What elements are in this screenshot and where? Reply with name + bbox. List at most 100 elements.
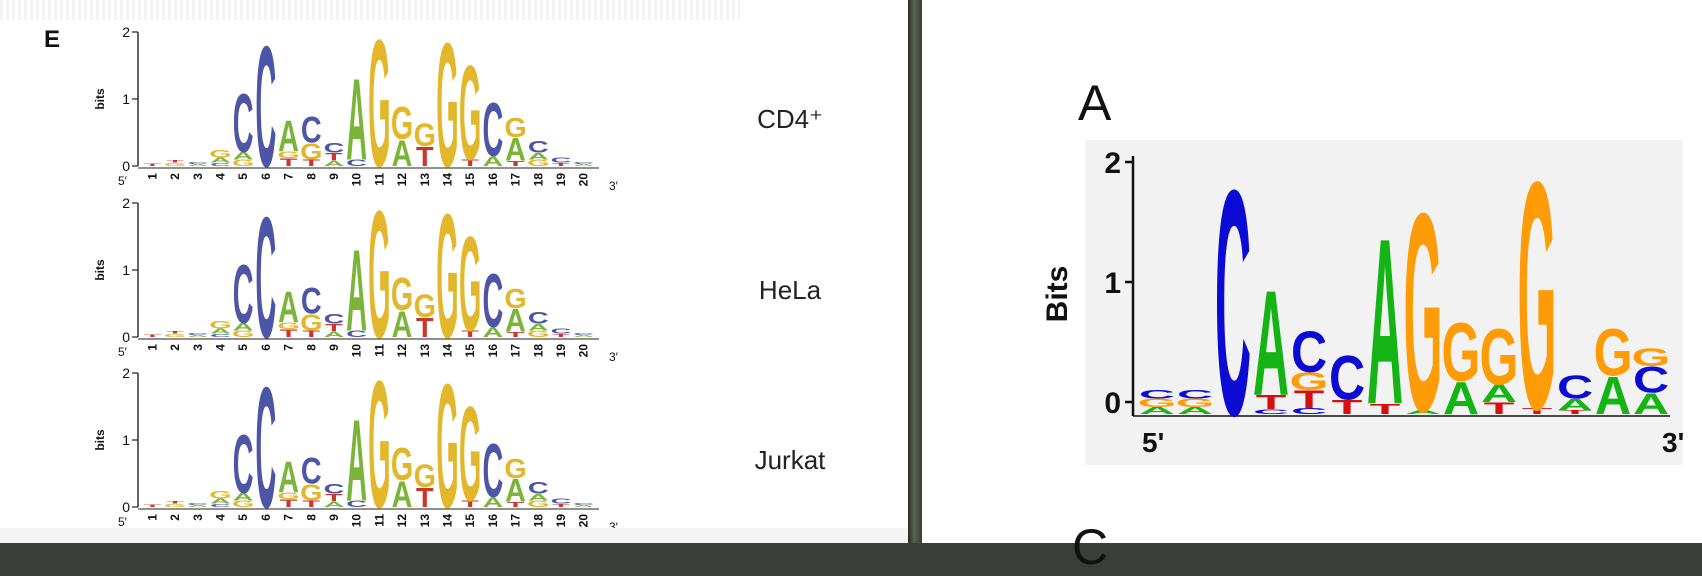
logo-letter-t: T <box>1522 407 1553 416</box>
position-label: 8 <box>304 344 318 351</box>
logo-letter-t: T <box>280 497 298 510</box>
logo-letter-a: A <box>573 335 594 338</box>
logo-letter-g: G <box>391 439 413 491</box>
position-label: 6 <box>259 344 273 351</box>
top-crop-strip <box>0 0 740 20</box>
logo-letter-g: G <box>436 346 458 528</box>
logo-letter-t: T <box>1560 409 1591 415</box>
cell-line-label: CD4⁺ <box>757 104 823 134</box>
position-label: 3 <box>191 514 205 521</box>
position-label: 13 <box>418 173 432 187</box>
position-label: 20 <box>577 173 591 187</box>
position-label: 2 <box>168 344 182 351</box>
y-tick-label: 1 <box>122 432 130 448</box>
logo-letter-a: A <box>324 331 345 339</box>
logo-letter-t: T <box>280 327 298 340</box>
logo-letter-a: A <box>210 327 231 335</box>
logo-letter-g: G <box>277 321 299 331</box>
logo-letter-g: G <box>232 158 254 168</box>
logo-letter-a: A <box>528 151 549 161</box>
logo-letter-t: T <box>144 504 162 508</box>
logo-letter-a: A <box>346 225 367 355</box>
logo-letter-t: T <box>302 499 320 509</box>
logo-letter-c: C <box>324 140 345 155</box>
logo-letter-c: C <box>255 11 276 203</box>
logo-letter-c: C <box>482 429 503 514</box>
y-tick-label: 1 <box>122 262 130 278</box>
position-label: 12 <box>395 173 409 187</box>
logo-letter-a: A <box>505 472 526 509</box>
y-tick-label: 1 <box>1104 267 1121 300</box>
logo-letter-c: C <box>346 499 367 509</box>
position-label: 20 <box>577 344 591 358</box>
logo-letter-t: T <box>461 158 479 168</box>
logo-letter-t: T <box>166 500 184 504</box>
logo-letter-g: G <box>277 150 299 160</box>
logo-letter-c: C <box>1557 369 1593 406</box>
logo-letter-a: A <box>187 335 208 338</box>
logo-letter-c: C <box>324 481 345 496</box>
logo-letter-c: C <box>210 503 231 508</box>
logo-letter-t: T <box>302 158 320 168</box>
position-label: 16 <box>486 514 500 528</box>
position-label: 15 <box>463 344 477 358</box>
logo-letter-a: A <box>233 320 254 333</box>
window-divider[interactable] <box>908 0 922 543</box>
logo-letter-t: T <box>416 141 434 173</box>
position-label: 12 <box>395 344 409 358</box>
logo-letter-a: A <box>528 492 549 502</box>
position-label: 5 <box>236 173 250 180</box>
logo-letter-c: C <box>301 451 322 492</box>
position-label: 12 <box>395 514 409 528</box>
position-label: 1 <box>145 514 159 521</box>
logo-letter-a: A <box>573 164 594 167</box>
logo-letter-g: G <box>391 269 413 321</box>
position-label: 9 <box>327 514 341 521</box>
position-label: 18 <box>531 514 545 528</box>
logo-letter-g: G <box>209 147 231 160</box>
position-label: 4 <box>213 173 227 180</box>
five-prime-label: 5′ <box>118 174 128 188</box>
logo-letter-t: T <box>325 150 343 163</box>
position-label: 13 <box>418 344 432 358</box>
logo-letter-g: G <box>232 329 254 339</box>
logo-letter-c: C <box>551 327 572 335</box>
logo-letter-t: T <box>280 156 298 169</box>
logo-letter-a: A <box>187 164 208 167</box>
logo-letter-t: T <box>552 162 570 167</box>
logo-letter-a: A <box>324 160 345 168</box>
logo-letter-t: T <box>166 330 184 334</box>
logo-letter-g: G <box>368 172 390 376</box>
y-tick-label: 0 <box>122 499 130 515</box>
logo-letter-c: C <box>233 76 254 170</box>
position-label: 4 <box>213 344 227 351</box>
logo-letter-c: C <box>187 162 208 165</box>
logo-letter-a: A <box>505 131 526 168</box>
y-tick-label: 2 <box>1104 147 1121 180</box>
left-figure-panel <box>0 0 908 543</box>
logo-letter-a: A <box>346 54 367 184</box>
logo-letter-c: C <box>255 182 276 374</box>
three-prime-label: 3′ <box>609 520 619 528</box>
logo-letter-a: A <box>1177 405 1213 416</box>
logo-letter-c: C <box>528 309 549 328</box>
logo-letter-c: C <box>482 88 503 173</box>
cell-line-label: Jurkat <box>755 445 827 475</box>
logo-letter-c: C <box>573 503 594 506</box>
logo-letter-a: A <box>1595 366 1631 426</box>
logo-letter-c: C <box>1215 123 1251 482</box>
position-label: 5 <box>236 514 250 521</box>
position-label: 2 <box>168 514 182 521</box>
logo-letter-t: T <box>1332 397 1363 419</box>
position-label: 15 <box>463 173 477 187</box>
logo-letter-g: G <box>209 488 231 501</box>
position-label: 20 <box>577 514 591 528</box>
five-prime-label: 5′ <box>118 515 128 528</box>
logo-letter-c: C <box>324 311 345 326</box>
logo-letter-g: G <box>368 1 390 205</box>
five-prime-label: 5' <box>1142 427 1164 458</box>
three-prime-label: 3' <box>1662 427 1684 458</box>
position-label: 19 <box>554 344 568 358</box>
